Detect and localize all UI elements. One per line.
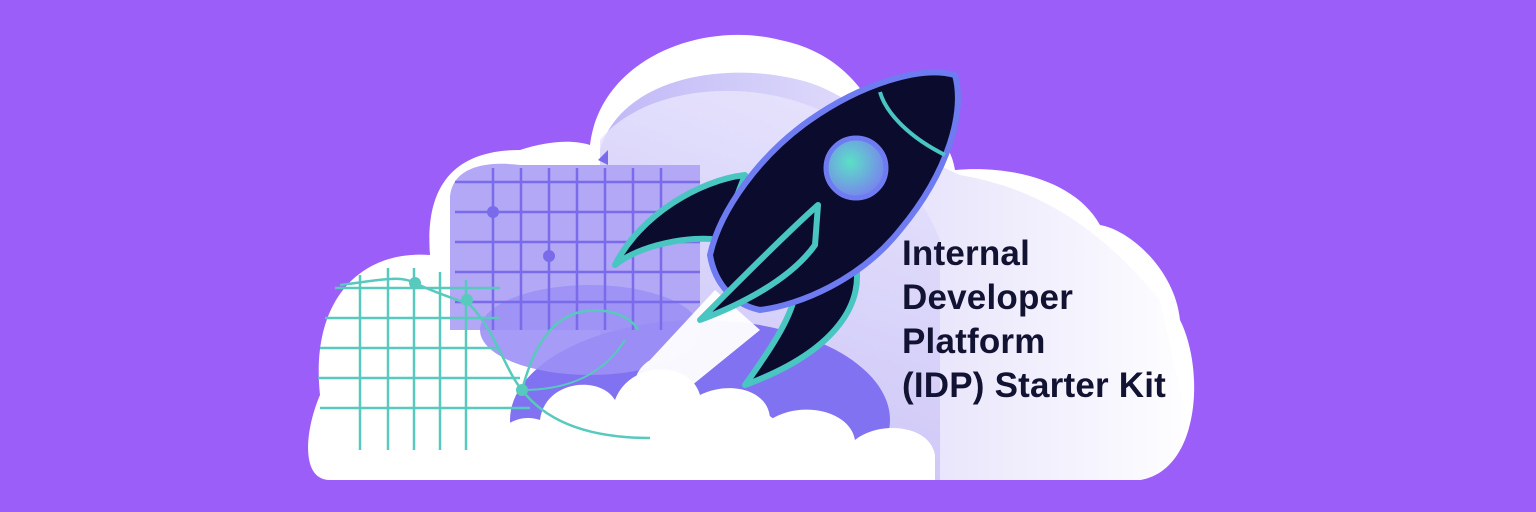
title-line-2: Developer (902, 278, 1074, 317)
title-line-1: Internal (902, 234, 1031, 273)
title-line-4: (IDP) Starter Kit (902, 366, 1166, 405)
banner-title: Internal Developer Platform (IDP) Starte… (902, 232, 1222, 408)
title-line-3: Platform (902, 322, 1046, 361)
line-graph-icon (318, 268, 651, 450)
rocket-icon (612, 69, 961, 388)
exhaust-trail (635, 290, 760, 400)
